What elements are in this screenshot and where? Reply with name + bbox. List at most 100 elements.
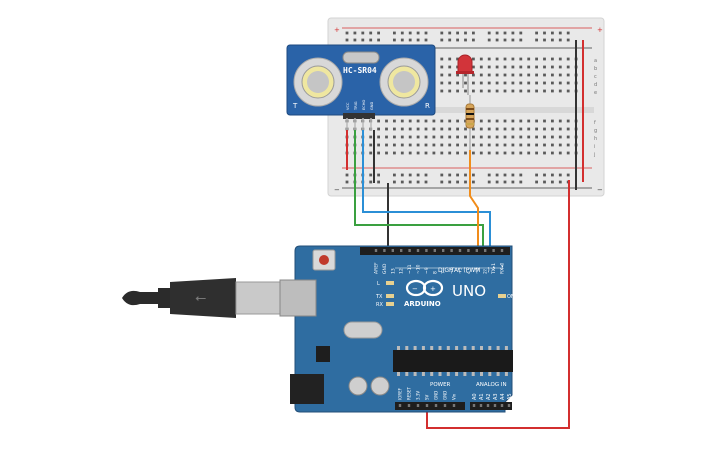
- breadboard-hole[interactable]: [416, 143, 420, 147]
- rail-hole[interactable]: [416, 31, 420, 35]
- rail-hole[interactable]: [503, 31, 507, 35]
- breadboard-hole[interactable]: [432, 135, 436, 139]
- rail-hole[interactable]: [448, 180, 452, 184]
- breadboard-hole[interactable]: [503, 81, 507, 85]
- breadboard-hole[interactable]: [535, 119, 538, 123]
- breadboard-hole[interactable]: [495, 73, 499, 77]
- rail-hole[interactable]: [535, 173, 538, 177]
- rail-hole[interactable]: [361, 38, 365, 42]
- breadboard-hole[interactable]: [543, 135, 546, 139]
- rail-hole[interactable]: [472, 173, 475, 177]
- rail-hole[interactable]: [456, 180, 459, 184]
- rail-hole[interactable]: [369, 173, 373, 177]
- breadboard-hole[interactable]: [527, 65, 531, 69]
- breadboard-hole[interactable]: [369, 143, 373, 147]
- breadboard-hole[interactable]: [416, 127, 420, 131]
- breadboard-hole[interactable]: [495, 119, 499, 123]
- breadboard-hole[interactable]: [566, 119, 570, 123]
- rail-hole[interactable]: [487, 31, 491, 35]
- rail-hole[interactable]: [472, 31, 475, 35]
- breadboard-hole[interactable]: [424, 151, 428, 155]
- breadboard-hole[interactable]: [566, 65, 570, 69]
- breadboard-hole[interactable]: [495, 151, 499, 155]
- breadboard-hole[interactable]: [519, 65, 523, 69]
- header-socket[interactable]: [400, 249, 403, 252]
- rail-hole[interactable]: [566, 38, 570, 42]
- rail-hole[interactable]: [495, 31, 499, 35]
- breadboard-hole[interactable]: [551, 119, 554, 123]
- rail-hole[interactable]: [464, 38, 467, 42]
- breadboard-hole[interactable]: [472, 65, 475, 69]
- breadboard-hole[interactable]: [551, 127, 554, 131]
- rail-hole[interactable]: [511, 173, 515, 177]
- breadboard-hole[interactable]: [456, 57, 459, 61]
- breadboard-hole[interactable]: [432, 151, 436, 155]
- breadboard-hole[interactable]: [385, 151, 388, 155]
- breadboard-hole[interactable]: [424, 119, 428, 123]
- breadboard-hole[interactable]: [487, 127, 491, 131]
- breadboard-hole[interactable]: [527, 57, 531, 61]
- rail-hole[interactable]: [495, 180, 499, 184]
- breadboard-hole[interactable]: [566, 151, 570, 155]
- breadboard-hole[interactable]: [503, 65, 507, 69]
- breadboard-hole[interactable]: [535, 143, 538, 147]
- breadboard-hole[interactable]: [385, 143, 388, 147]
- breadboard-hole[interactable]: [440, 65, 444, 69]
- breadboard-hole[interactable]: [448, 57, 452, 61]
- rail-hole[interactable]: [487, 38, 491, 42]
- rail-hole[interactable]: [400, 31, 404, 35]
- rail-hole[interactable]: [543, 173, 546, 177]
- breadboard-hole[interactable]: [400, 127, 404, 131]
- breadboard-hole[interactable]: [393, 151, 396, 155]
- breadboard-hole[interactable]: [448, 119, 452, 123]
- rail-hole[interactable]: [543, 180, 546, 184]
- breadboard-hole[interactable]: [558, 151, 562, 155]
- rail-hole[interactable]: [519, 38, 523, 42]
- rail-hole[interactable]: [456, 38, 459, 42]
- breadboard-hole[interactable]: [519, 135, 523, 139]
- rail-hole[interactable]: [353, 31, 357, 35]
- breadboard-hole[interactable]: [416, 119, 420, 123]
- breadboard-hole[interactable]: [511, 143, 515, 147]
- rail-hole[interactable]: [566, 31, 570, 35]
- rail-hole[interactable]: [519, 173, 523, 177]
- breadboard-hole[interactable]: [400, 119, 404, 123]
- breadboard-hole[interactable]: [566, 81, 570, 85]
- breadboard-hole[interactable]: [495, 81, 499, 85]
- breadboard-hole[interactable]: [495, 89, 499, 93]
- breadboard-hole[interactable]: [408, 127, 412, 131]
- breadboard-hole[interactable]: [511, 151, 515, 155]
- breadboard-hole[interactable]: [456, 127, 459, 131]
- breadboard-hole[interactable]: [487, 119, 491, 123]
- rail-hole[interactable]: [408, 38, 412, 42]
- rail-hole[interactable]: [377, 173, 380, 177]
- breadboard-hole[interactable]: [424, 143, 428, 147]
- breadboard-hole[interactable]: [440, 127, 444, 131]
- breadboard-hole[interactable]: [408, 151, 412, 155]
- breadboard-hole[interactable]: [400, 151, 404, 155]
- wire-blue-echo[interactable]: [362, 130, 491, 250]
- header-socket[interactable]: [408, 249, 411, 252]
- red-led[interactable]: [456, 54, 474, 95]
- breadboard-hole[interactable]: [448, 81, 452, 85]
- rail-hole[interactable]: [440, 38, 444, 42]
- rail-hole[interactable]: [416, 180, 420, 184]
- breadboard-hole[interactable]: [472, 81, 475, 85]
- rail-hole[interactable]: [440, 31, 444, 35]
- rail-hole[interactable]: [535, 38, 538, 42]
- header-socket[interactable]: [416, 404, 420, 407]
- rail-hole[interactable]: [424, 180, 428, 184]
- breadboard-hole[interactable]: [479, 127, 483, 131]
- header-socket[interactable]: [416, 249, 420, 252]
- breadboard-hole[interactable]: [464, 127, 467, 131]
- breadboard-hole[interactable]: [558, 135, 562, 139]
- breadboard-hole[interactable]: [377, 135, 380, 139]
- breadboard-hole[interactable]: [472, 143, 475, 147]
- header-socket[interactable]: [479, 404, 483, 407]
- breadboard-hole[interactable]: [543, 151, 546, 155]
- header-socket[interactable]: [467, 249, 470, 252]
- breadboard-hole[interactable]: [558, 89, 562, 93]
- breadboard-hole[interactable]: [527, 89, 531, 93]
